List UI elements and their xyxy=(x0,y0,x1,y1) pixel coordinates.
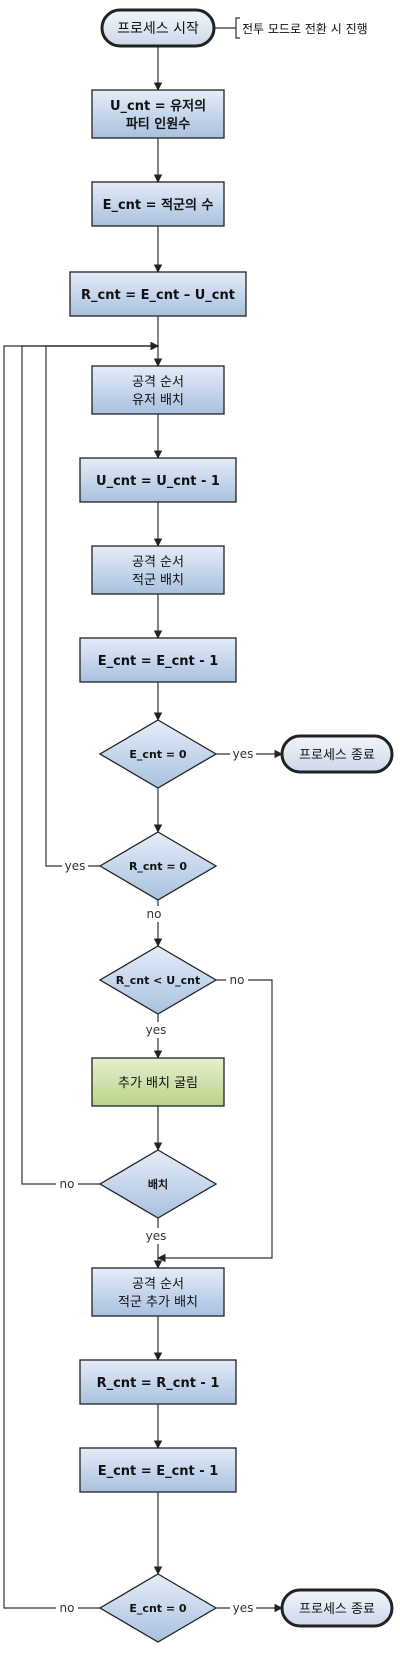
edge-label-placed-yes: yes xyxy=(146,1229,167,1243)
decision-r-zero xyxy=(98,831,218,901)
end-terminal-2 xyxy=(280,1588,394,1628)
e-dec-1-label: E_cnt = E_cnt - 1 xyxy=(98,654,219,669)
process-e-dec-1 xyxy=(79,637,237,683)
e-cnt-label: E_cnt = 적군의 수 xyxy=(103,197,214,213)
edge-label-e-zero-2-no: no xyxy=(60,1601,75,1615)
decision-r-zero-label: R_cnt = 0 xyxy=(129,860,187,873)
process-e-cnt xyxy=(91,181,225,227)
process-extra-roll xyxy=(91,1057,225,1107)
r-dec-label: R_cnt = R_cnt - 1 xyxy=(97,1376,220,1391)
enemy-extra-line-2: 적군 추가 배치 xyxy=(118,1295,198,1310)
enemy-extra-line-1: 공격 순서 xyxy=(132,1277,184,1292)
process-r-cnt xyxy=(69,271,247,317)
decision-placed-label: 배치 xyxy=(148,1177,168,1191)
edge-label-e-zero-2-yes: yes xyxy=(233,1601,254,1615)
edge-label-r-lt-u-yes: yes xyxy=(146,1023,167,1037)
decision-e-zero-2-label: E_cnt = 0 xyxy=(129,1602,187,1615)
end-1-label: 프로세스 종료 xyxy=(299,748,375,763)
process-user-place xyxy=(91,365,225,415)
decision-e-zero-1-label: E_cnt = 0 xyxy=(129,748,187,761)
enemy-place-line-2: 적군 배치 xyxy=(132,573,184,588)
process-u-cnt xyxy=(91,89,225,139)
process-enemy-place xyxy=(91,545,225,595)
process-u-dec xyxy=(79,457,237,503)
u-dec-label: U_cnt = U_cnt - 1 xyxy=(96,474,220,489)
end-terminal-1 xyxy=(280,734,394,774)
start-note: 전투 모드로 전환 시 진행 xyxy=(242,21,368,36)
start-terminal xyxy=(100,8,216,48)
edge-label-e-zero-1-yes: yes xyxy=(233,747,254,761)
edge-label-placed-no: no xyxy=(60,1177,75,1191)
decision-e-zero-1 xyxy=(98,719,218,789)
user-place-line-1: 공격 순서 xyxy=(132,375,184,390)
e-dec-2-label: E_cnt = E_cnt - 1 xyxy=(98,1464,219,1479)
process-enemy-extra-place xyxy=(91,1267,225,1317)
start-label: 프로세스 시작 xyxy=(117,21,199,37)
r-cnt-label: R_cnt = E_cnt – U_cnt xyxy=(81,288,235,303)
enemy-place-line-1: 공격 순서 xyxy=(132,555,184,570)
edge-label-r-lt-u-no: no xyxy=(230,973,245,987)
start-note-bracket xyxy=(214,17,240,29)
u-cnt-line-2: 파티 인원수 xyxy=(126,116,190,132)
u-cnt-line-1: U_cnt = 유저의 xyxy=(110,98,206,114)
edge-label-r-zero-no: no xyxy=(147,907,162,921)
decision-placed xyxy=(98,1149,218,1219)
decision-e-zero-2 xyxy=(98,1573,218,1643)
end-2-label: 프로세스 종료 xyxy=(299,1602,375,1617)
edge-label-r-zero-yes: yes xyxy=(65,859,86,873)
decision-r-lt-u xyxy=(98,945,218,1015)
user-place-line-2: 유저 배치 xyxy=(132,393,184,408)
decision-r-lt-u-label: R_cnt < U_cnt xyxy=(116,974,201,987)
branch-rltu-no xyxy=(157,979,273,1263)
extra-roll-label: 추가 배치 굴림 xyxy=(118,1076,198,1091)
loop-rzero-yes xyxy=(45,341,159,867)
process-e-dec-2 xyxy=(79,1447,237,1493)
process-r-dec xyxy=(79,1359,237,1405)
